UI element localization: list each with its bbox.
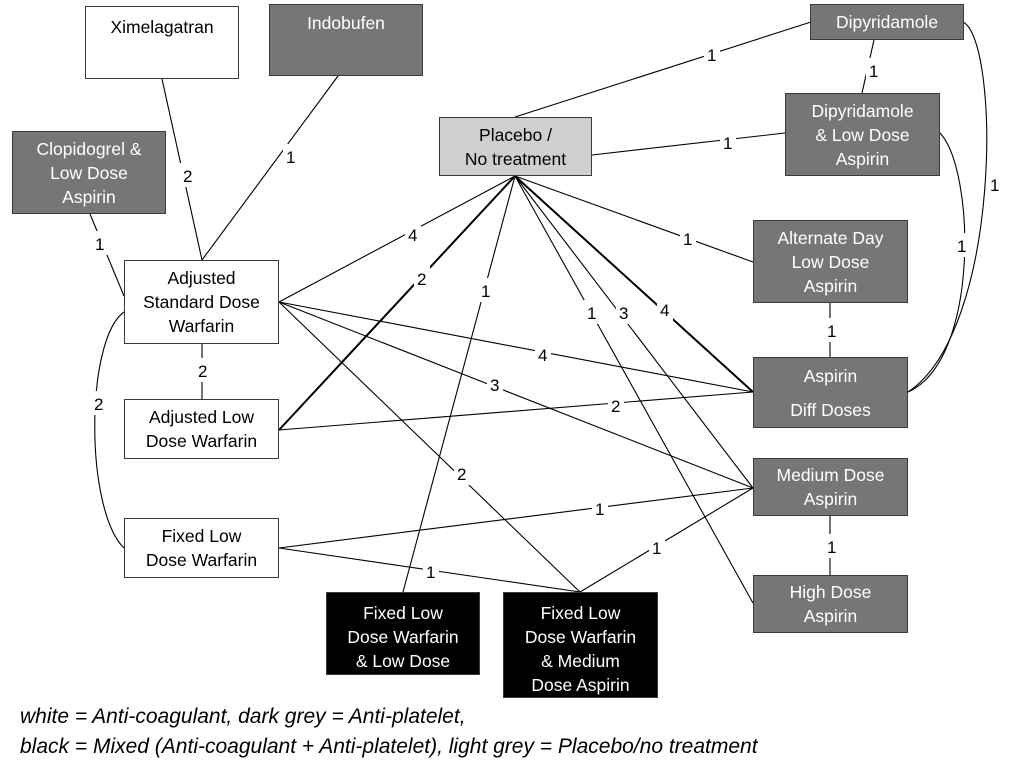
node-label: Adjusted Low Dose Warfarin [145,407,258,451]
edge-adjusted-standard-fixed-mda [278,301,581,593]
edge-placebo-alternate-day [514,175,754,263]
edge-adjusted-standard-fixed-low [94,311,125,549]
node-label: Medium Dose Aspirin [776,465,885,509]
edge-label-adjusted-standard-adjusted-low: 2 [198,362,207,381]
node-adjusted-standard-dose-warfarin: Adjusted Standard Dose Warfarin [124,260,279,344]
edge-fixed-low-medium [278,487,754,549]
node-label: Indobufen [307,13,385,33]
node-placebo: Placebo / No treatment [439,117,592,176]
edge-labels-layer: 2 1 1 1 1 1 1 1 1 4 2 1 1 3 4 4 3 2 2 2 … [91,42,1003,583]
legend-line-1: white = Anti-coagulant, dark grey = Anti… [20,705,466,728]
edge-placebo-adjusted-standard [278,175,516,303]
edge-label-dipyridamole-dipyridamole-lda: 1 [869,62,878,81]
edge-label-adjusted-low-aspirin: 2 [611,397,620,416]
node-dipyridamole: Dipyridamole [810,4,964,40]
edge-label-dipyridamole-aspirin: 1 [990,176,999,195]
edge-label-clopidogrel-adjusted-standard: 1 [95,235,104,254]
node-label: Dipyridamole [835,12,939,32]
edge-label-placebo-dipyridamole-lda: 1 [723,134,732,153]
node-aspirin-diff-doses: Aspirin Diff Doses [753,357,908,428]
edge-label-placebo-aspirin: 4 [660,301,669,320]
node-high-dose-aspirin: High Dose Aspirin [753,575,908,633]
node-fixed-low-dose-warfarin: Fixed Low Dose Warfarin [124,518,279,578]
edge-placebo-dipyridamole-lda [591,132,786,156]
node-label: Alternate Day Low Dose Aspirin [777,227,884,296]
edge-label-dipyridamole-lda-aspirin: 1 [957,237,966,256]
node-label: Fixed Low Dose Warfarin & Medium Dose As… [524,603,637,695]
edge-label-placebo-alternate-day: 1 [683,230,692,249]
node-clopidogrel-low-dose-aspirin: Clopidogrel & Low Dose Aspirin [12,131,166,214]
edge-label-placebo-adjusted-standard: 4 [408,226,417,245]
node-label: Fixed Low Dose Warfarin & Low Dose Aspir… [347,603,459,671]
node-label: Aspirin Diff Doses [790,365,871,420]
edge-adjusted-standard-medium [278,301,754,489]
edge-placebo-adjusted-low [278,175,516,431]
node-ximelagatran: Ximelagatran [85,6,239,79]
edge-placebo-fixed-low-lda [402,175,516,593]
edge-label-placebo-high: 1 [587,304,596,323]
node-alternate-day-low-dose-aspirin: Alternate Day Low Dose Aspirin [753,220,908,303]
edge-label-ximelagatran-adjusted-standard: 2 [183,167,192,186]
edge-label-placebo-fixed-low-lda: 1 [481,282,490,301]
node-fixed-low-dose-warfarin-medium-dose-aspirin: Fixed Low Dose Warfarin & Medium Dose As… [503,592,658,698]
node-dipyridamole-low-dose-aspirin: Dipyridamole & Low Dose Aspirin [785,93,940,176]
node-label: Dipyridamole & Low Dose Aspirin [811,100,914,169]
edge-placebo-high [514,175,754,604]
edge-label-adjusted-standard-aspirin: 4 [538,346,547,365]
edge-label-medium-high: 1 [827,538,836,557]
edge-label-placebo-medium: 3 [619,304,628,323]
edge-label-fixed-low-medium: 1 [595,500,604,519]
node-label: Adjusted Standard Dose Warfarin [143,268,260,336]
edge-adjusted-low-aspirin [278,391,754,431]
legend-line-2: black = Mixed (Anti-coagulant + Anti-pla… [20,735,758,758]
edge-placebo-aspirin [514,175,754,393]
edge-label-indobufen-adjusted-standard: 1 [286,148,295,167]
edge-placebo-medium [514,175,754,489]
edge-label-fixed-mda-medium: 1 [652,539,661,558]
edges-layer [89,21,988,604]
node-fixed-low-dose-warfarin-low-dose-aspirin: Fixed Low Dose Warfarin & Low Dose Aspir… [326,592,480,675]
node-medium-dose-aspirin: Medium Dose Aspirin [753,458,908,516]
edge-indobufen-adjusted-standard [201,75,339,261]
edge-label-placebo-adjusted-low: 2 [417,270,426,289]
edge-label-adjusted-standard-medium: 3 [490,376,499,395]
node-label: Placebo / No treatment [464,124,567,169]
node-indobufen: Indobufen [269,4,423,76]
edge-dipyridamole-lda-aspirin [907,132,966,393]
edge-label-fixed-low-fixed-mda: 1 [426,563,435,582]
edge-label-adjusted-standard-fixed-low: 2 [94,395,103,414]
edge-adjusted-standard-aspirin [278,301,754,393]
edge-label-alternate-day-aspirin: 1 [827,322,836,341]
node-label: Ximelagatran [110,17,214,37]
node-adjusted-low-dose-warfarin: Adjusted Low Dose Warfarin [124,399,279,459]
node-label: Fixed Low Dose Warfarin [145,526,258,570]
edge-fixed-mda-medium [579,487,754,593]
node-label: High Dose Aspirin [789,582,872,626]
edge-label-adjusted-standard-fixed-mda: 2 [457,465,466,484]
edge-dipyridamole-aspirin [907,21,988,393]
edge-placebo-dipyridamole [514,21,812,118]
edge-label-placebo-dipyridamole: 1 [707,46,716,65]
node-label: Clopidogrel & Low Dose Aspirin [36,138,142,207]
